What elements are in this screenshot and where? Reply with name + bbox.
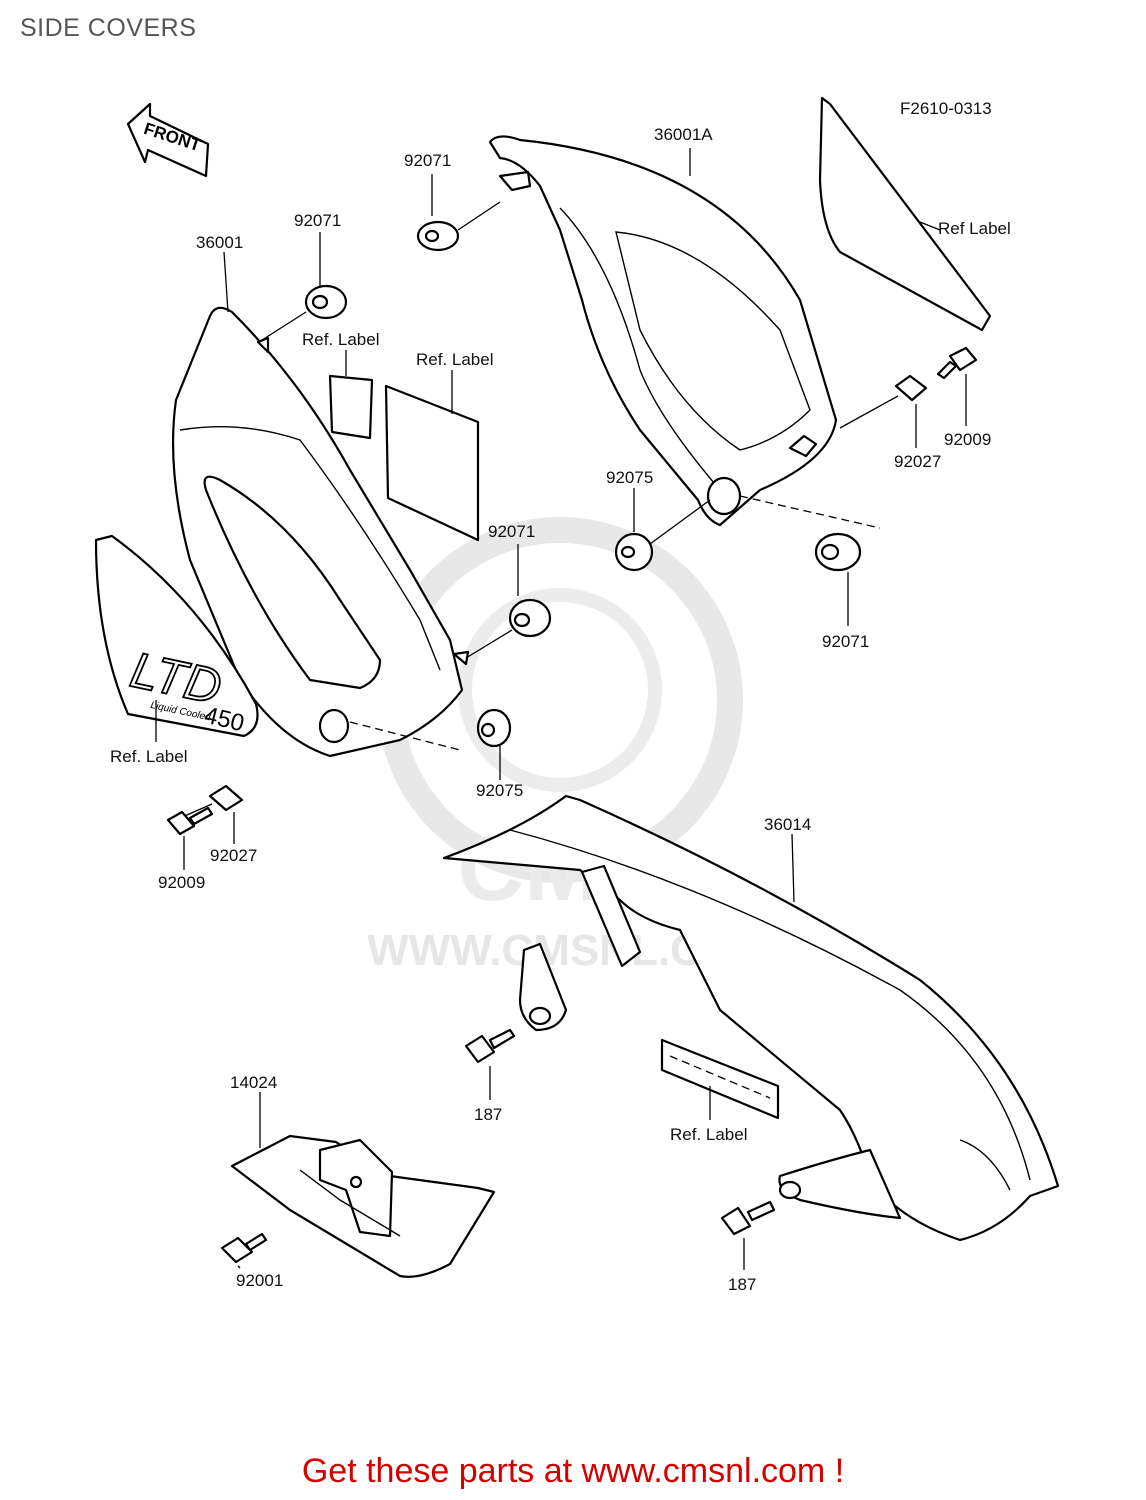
right-side-cover xyxy=(488,135,881,529)
chain-cover xyxy=(442,794,1060,1242)
callout-14024: 14024 xyxy=(230,1073,277,1092)
guard-part xyxy=(230,1134,496,1278)
grommet-icon xyxy=(261,284,348,341)
callout-92071: 92071 xyxy=(822,632,869,651)
callout-92001: 92001 xyxy=(236,1271,283,1290)
callout-92071: 92071 xyxy=(294,211,341,230)
callout-187: 187 xyxy=(474,1105,502,1124)
front-arrow-icon: FRONT xyxy=(126,102,210,178)
callout-187: 187 xyxy=(728,1275,756,1294)
callout-92071: 92071 xyxy=(488,522,535,541)
ref-label-text: Ref. Label xyxy=(110,747,188,766)
bolt-icon xyxy=(166,806,214,836)
parts-diagram: CMS WWW.CMSNL.COM FRONT F2610-0313 LT xyxy=(94,96,1060,1294)
promo-link[interactable]: Get these parts at www.cmsnl.com ! xyxy=(301,1452,845,1490)
bolt-icon xyxy=(220,1232,268,1264)
callout-92075: 92075 xyxy=(476,781,523,800)
figure-code: F2610-0313 xyxy=(900,99,992,118)
ltd-decal: LTD 450 Liquid Cooled xyxy=(94,534,259,737)
collar-icon xyxy=(476,708,512,748)
right-ref-label-panel xyxy=(818,96,992,332)
grommet-icon xyxy=(465,598,552,659)
callout-92027: 92027 xyxy=(894,452,941,471)
left-ref-label-small xyxy=(328,374,374,440)
callout-92009: 92009 xyxy=(944,430,991,449)
decal-brand: LTD xyxy=(126,641,226,715)
callout-92009: 92009 xyxy=(158,873,205,892)
grommet-icon xyxy=(416,201,501,252)
bolt-icon xyxy=(936,346,978,380)
callout-36014: 36014 xyxy=(764,815,811,834)
left-side-cover xyxy=(171,306,470,758)
bolt-icon xyxy=(464,1028,516,1064)
bolt-icon xyxy=(720,1200,776,1236)
ref-label-text: Ref Label xyxy=(938,219,1011,238)
chain-ref-label xyxy=(660,1038,780,1120)
left-ref-label-large xyxy=(384,384,480,542)
bushing-icon xyxy=(839,374,928,429)
ref-label-text: Ref. Label xyxy=(302,330,380,349)
callout-36001: 36001 xyxy=(196,233,243,252)
callout-92071: 92071 xyxy=(404,151,451,170)
collar-icon xyxy=(614,499,711,572)
leader-lines xyxy=(155,148,967,1270)
grommet-icon xyxy=(814,532,862,572)
callout-92027: 92027 xyxy=(210,846,257,865)
callout-92075: 92075 xyxy=(606,468,653,487)
callout-36001a: 36001A xyxy=(654,125,713,144)
ref-label-text: Ref. Label xyxy=(670,1125,748,1144)
page-title: SIDE COVERS xyxy=(20,14,197,42)
ref-label-text: Ref. Label xyxy=(416,350,494,369)
